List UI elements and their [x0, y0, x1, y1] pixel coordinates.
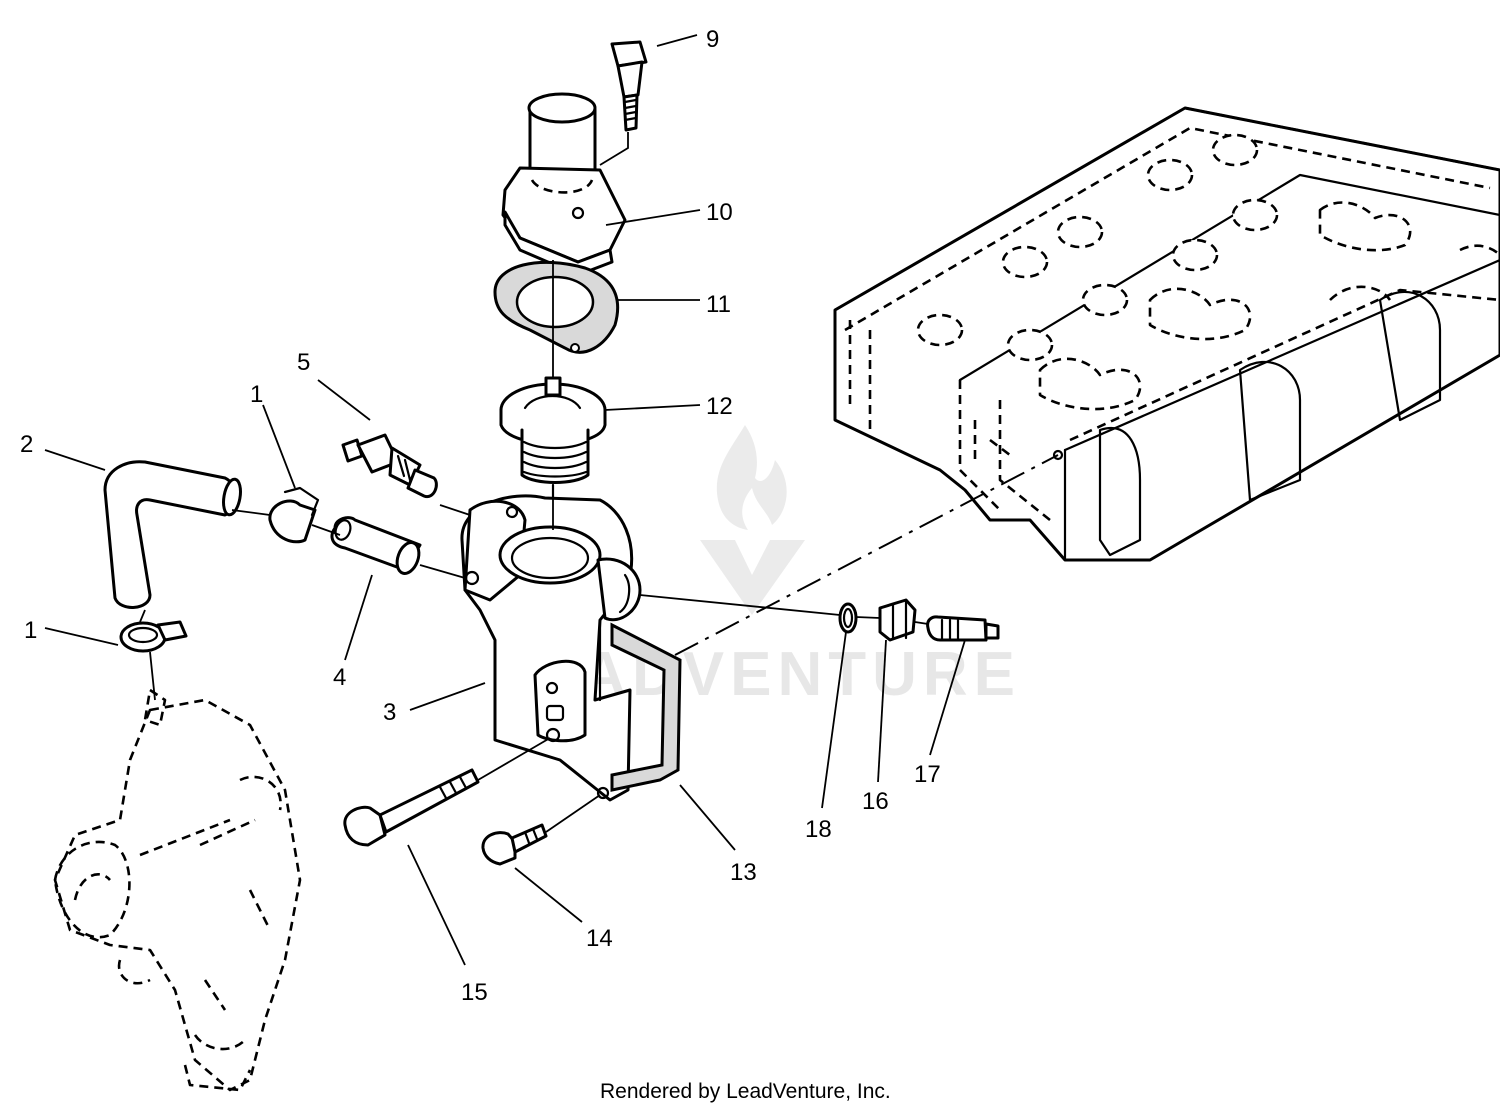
callout-1-upper: 1	[250, 381, 263, 408]
part-4-connector-pipe	[330, 516, 422, 575]
part-3-thermostat-housing	[460, 494, 642, 802]
part-1-hose-clamp-upper	[268, 486, 320, 544]
callout-12: 12	[706, 393, 733, 420]
callout-11: 11	[706, 291, 731, 318]
footer-credit: Rendered by LeadVenture, Inc.	[600, 1080, 891, 1103]
part-9-bolt	[599, 40, 648, 166]
part-5-temperature-sender	[341, 433, 438, 499]
callout-10: 10	[706, 199, 733, 226]
part-18-washer	[838, 602, 858, 634]
assembly-lines	[139, 260, 1059, 833]
callout-17: 17	[914, 761, 941, 788]
part-1-hose-clamp-lower	[119, 620, 188, 653]
callout-1-lower: 1	[24, 617, 37, 644]
watermark-flame-icon	[716, 425, 787, 530]
callout-16: 16	[862, 788, 889, 815]
part-15-long-bolt	[343, 768, 480, 847]
part-10-thermostat-cover	[501, 92, 627, 277]
callout-15: 15	[461, 979, 488, 1006]
callout-14: 14	[586, 925, 613, 952]
callout-2: 2	[20, 431, 33, 458]
callouts: 9 10 11 12 5 1 2 4 3 1 13 14 15 18 16 17	[20, 26, 941, 1006]
callout-9: 9	[706, 26, 719, 53]
callout-4: 4	[333, 664, 346, 691]
part-14-short-bolt	[481, 823, 548, 866]
callout-5: 5	[297, 349, 310, 376]
part-11-gasket	[493, 260, 620, 354]
part-16-adapter	[878, 598, 917, 642]
callout-leaders	[44, 34, 966, 966]
part-13-housing-gasket	[610, 622, 682, 792]
water-pump-housing	[53, 688, 302, 1092]
callout-18: 18	[805, 816, 832, 843]
engine-cylinder-head	[833, 106, 1500, 562]
part-17-sensor	[926, 615, 1000, 642]
callout-3: 3	[383, 699, 396, 726]
part-12-thermostat	[499, 376, 607, 500]
watermark-v-icon	[700, 540, 805, 615]
part-2-hose	[103, 460, 242, 609]
callout-13: 13	[730, 859, 757, 886]
